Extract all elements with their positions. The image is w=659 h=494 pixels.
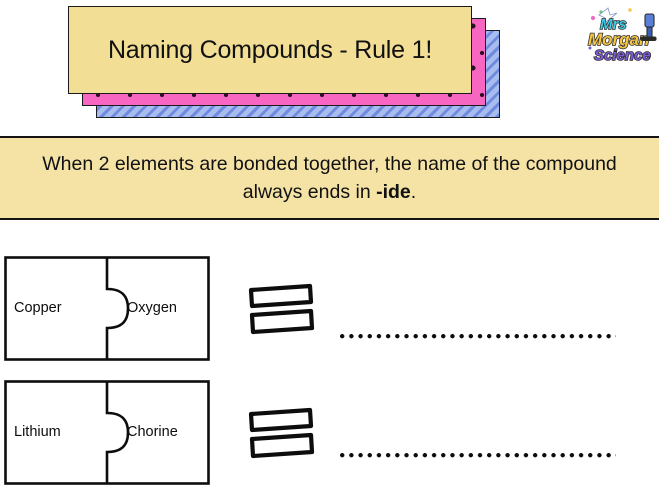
puzzle-label-left: Copper (14, 300, 62, 316)
equals-sign-icon (248, 283, 320, 335)
svg-text:Morgan: Morgan (588, 30, 649, 49)
answer-line[interactable] (340, 333, 616, 340)
puzzle-label-right: Chorine (127, 424, 178, 440)
page-title: Naming Compounds - Rule 1! (107, 35, 433, 64)
mrs-morgan-science-logo: Mrs Morgan Science (584, 4, 659, 68)
puzzle-label-right: Oxygen (127, 300, 177, 316)
answer-line[interactable] (340, 452, 616, 459)
rule-banner: When 2 elements are bonded together, the… (0, 136, 659, 220)
title-card-stack: Naming Compounds - Rule 1! (68, 6, 500, 118)
title-card: Naming Compounds - Rule 1! (68, 6, 472, 94)
puzzle-pair: Copper Oxygen (4, 256, 210, 361)
question-row: Copper Oxygen (0, 256, 659, 366)
rule-text-emphasis: -ide (376, 181, 411, 203)
rule-text-before: When 2 elements are bonded together, the… (42, 152, 617, 203)
equals-sign-icon (248, 407, 320, 459)
svg-text:Mrs: Mrs (600, 16, 627, 33)
puzzle-pair: Lithium Chorine (4, 380, 210, 485)
svg-text:Science: Science (594, 47, 651, 64)
question-row: Lithium Chorine (0, 380, 659, 490)
puzzle-label-left: Lithium (14, 424, 61, 440)
rule-text-after: . (410, 181, 417, 203)
microscope-icon (640, 13, 657, 42)
rule-text: When 2 elements are bonded together, the… (12, 150, 648, 207)
